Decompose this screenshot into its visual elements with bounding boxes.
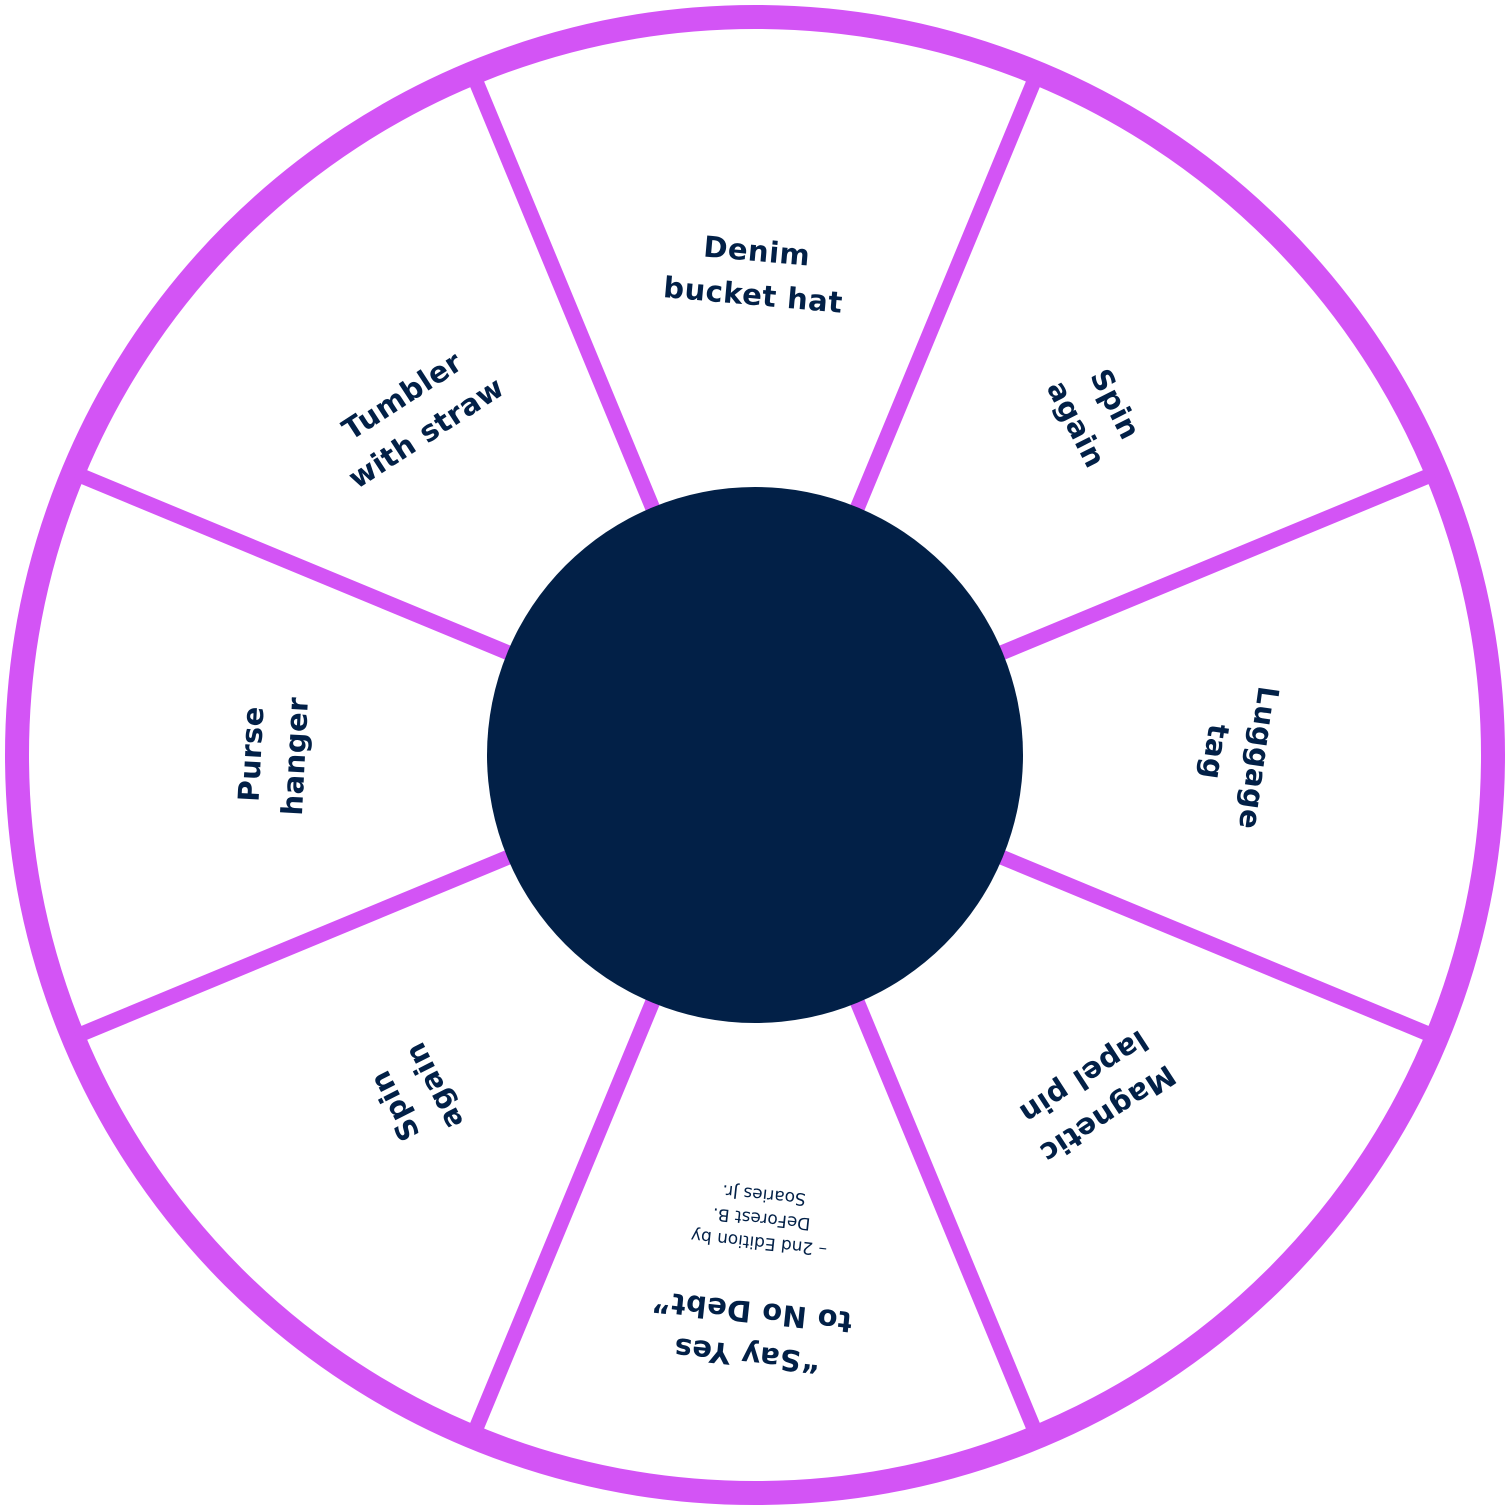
segment-divider bbox=[983, 843, 1437, 1044]
wheel-hub[interactable] bbox=[487, 487, 1023, 1023]
segment-divider bbox=[843, 983, 1044, 1437]
segment-divider bbox=[843, 73, 1044, 527]
segment-divider bbox=[466, 983, 667, 1437]
segment-divider bbox=[73, 843, 527, 1044]
segment-divider bbox=[983, 466, 1437, 667]
segment-divider bbox=[73, 466, 527, 667]
segment-divider bbox=[466, 73, 667, 527]
